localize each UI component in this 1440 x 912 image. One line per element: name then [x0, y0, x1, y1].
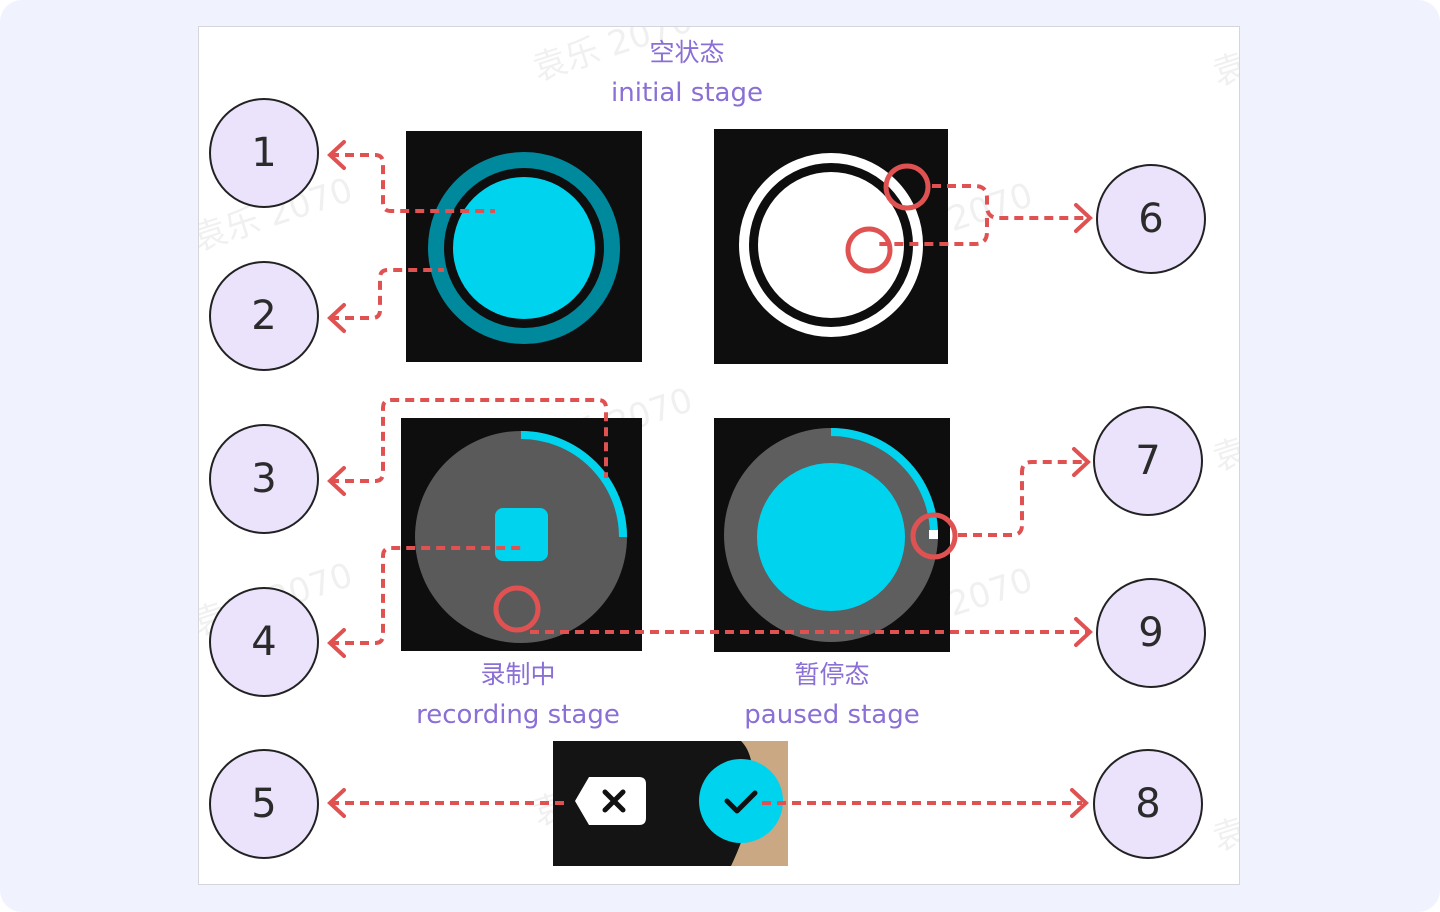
inner-white-button — [758, 172, 904, 318]
leader-line-2 — [330, 268, 444, 320]
caption-paused-stage: 暂停态 paused stage — [682, 654, 982, 736]
badge-4: 4 — [209, 587, 319, 697]
inner-button — [453, 177, 595, 319]
confirm-controls-screenshot — [553, 741, 788, 866]
caption-recording-stage: 录制中 recording stage — [368, 654, 668, 736]
leader-line-3 — [330, 398, 608, 483]
paused-stage-screenshot — [714, 418, 950, 652]
stop-square — [495, 508, 548, 561]
leader-line-4 — [330, 546, 526, 645]
caption-en: recording stage — [416, 700, 620, 730]
progress-arc — [520, 431, 627, 538]
check-icon — [724, 790, 758, 814]
badge-1: 1 — [209, 98, 319, 208]
record-button-recording — [415, 431, 627, 643]
arrow-head-5 — [327, 788, 346, 818]
caption-zh: 暂停态 — [794, 660, 870, 689]
leader-line-6 — [874, 184, 1088, 246]
arrow-head-3 — [327, 466, 346, 496]
badge-5: 5 — [209, 749, 319, 859]
arrow-head-6 — [1074, 203, 1093, 233]
record-button-paused — [724, 428, 938, 642]
controls-bg — [575, 741, 788, 866]
leader-line-7 — [958, 460, 1085, 537]
badge-2: 2 — [209, 261, 319, 371]
highlight-ring-inner — [845, 226, 893, 274]
caption-zh: 空状态 — [649, 38, 725, 67]
badge-8: 8 — [1093, 749, 1203, 859]
close-icon — [602, 789, 626, 813]
highlight-ring-segment — [910, 512, 958, 560]
record-button-initial — [428, 152, 620, 344]
badge-9: 9 — [1096, 578, 1206, 688]
segment-marker — [929, 530, 938, 539]
caption-zh: 录制中 — [480, 660, 556, 689]
arrow-head-4 — [327, 628, 346, 658]
caption-en: paused stage — [744, 700, 920, 730]
recording-stage-screenshot — [401, 418, 642, 651]
arrow-head-7 — [1072, 447, 1091, 477]
highlight-ring-record-bottom — [493, 585, 541, 633]
resume-button — [757, 463, 905, 611]
arrow-head-8 — [1070, 788, 1089, 818]
arrow-head-2 — [327, 303, 346, 333]
caption-initial-stage: 空状态 initial stage — [537, 32, 837, 114]
highlight-ring-outer — [883, 163, 931, 211]
initial-stage-screenshot — [406, 131, 642, 362]
outer-ring — [428, 152, 620, 344]
arrow-head-1 — [327, 140, 346, 170]
caption-en: initial stage — [611, 78, 763, 108]
leader-line-1 — [330, 153, 495, 213]
badge-6: 6 — [1096, 164, 1206, 274]
confirm-button[interactable] — [699, 759, 783, 843]
badge-3: 3 — [209, 424, 319, 534]
badge-7: 7 — [1093, 406, 1203, 516]
arrow-head-9 — [1074, 617, 1093, 647]
